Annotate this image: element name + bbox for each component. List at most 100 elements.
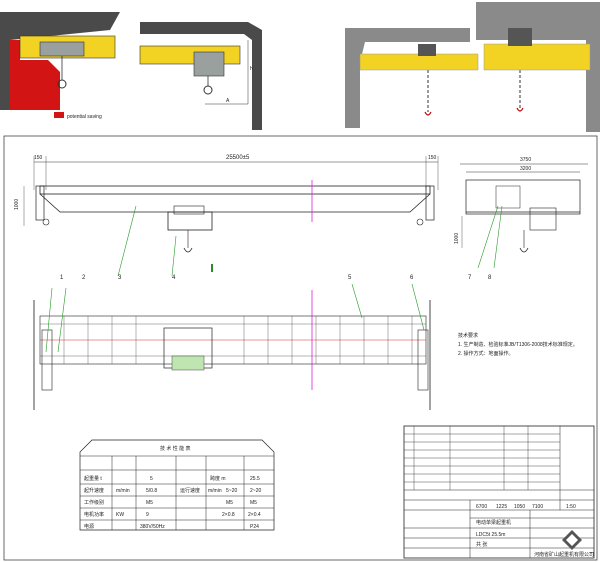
end-carriage-left xyxy=(35,185,45,221)
end-frame xyxy=(465,179,581,215)
girder-body xyxy=(39,193,431,213)
end-view: 3750 3200 1000 7 8 xyxy=(454,157,588,281)
wheel-left xyxy=(42,218,50,226)
potential-saving-area xyxy=(10,40,48,110)
spec-r3c6: P24 xyxy=(250,524,259,530)
drawing-model: LDC5t 25.5m xyxy=(476,532,505,538)
spec-h2: 跨度 m xyxy=(210,475,226,482)
hoist-left xyxy=(39,41,85,57)
spec-r2c5: 2×0.8 xyxy=(222,512,235,518)
front-elevation: 1000 xyxy=(14,180,435,272)
spec-r1c6: M5 xyxy=(250,500,257,506)
spec-r0c5: 5~20 xyxy=(226,488,237,494)
end-carriage-right xyxy=(425,185,435,221)
spec-table-title: 技 术 性 能 表 xyxy=(160,445,191,452)
callout-6: 6 xyxy=(410,275,414,281)
hook-right xyxy=(203,85,213,95)
plan-stiffeners xyxy=(63,316,413,364)
spec-r0c4: m/min xyxy=(208,488,222,494)
beam-right xyxy=(139,45,241,65)
hook-3d-right xyxy=(516,107,524,112)
callout-7: 7 xyxy=(468,275,472,281)
end-hook xyxy=(519,247,529,253)
girder-top xyxy=(39,185,431,195)
drawing-title: 电动单梁起重机 xyxy=(476,519,511,526)
callout-3: 3 xyxy=(118,275,122,281)
top-right-3d-view xyxy=(345,2,600,132)
spec-r3c2: 380V/50Hz xyxy=(140,524,165,530)
dim-end-3200: 3200 xyxy=(520,166,531,172)
scale-label: 1:50 xyxy=(566,504,576,510)
spec-h0: 起重量 t xyxy=(84,475,102,482)
dim-right-150: 150 xyxy=(428,155,437,161)
spec-h1: 5 xyxy=(150,476,153,482)
drawing-frame xyxy=(3,135,598,561)
spec-r0c2: 5/0.8 xyxy=(146,488,157,494)
front-callouts: 1 2 3 4 5 6 xyxy=(60,205,414,281)
technical-notes: 技术要求 1. 生产制造、检验标准JB/T1306-2008技术标准规定。 2.… xyxy=(458,332,578,357)
spec-table: 技 术 性 能 表 起重量 t 5 跨度 m 25.5 起升速度 m/min 5… xyxy=(79,439,275,531)
hook-left xyxy=(57,79,67,89)
spec-r2c6: 2×0.4 xyxy=(248,512,261,518)
plan-end-right xyxy=(417,329,429,391)
title-block: 6700 1225 1050 7100 电动单梁起重机 LDC5t 25.5m … xyxy=(403,425,595,559)
legend-label: potential saving xyxy=(67,114,102,120)
weight-3: 1050 xyxy=(514,504,525,510)
spec-r1c0: 工作级别 xyxy=(84,499,104,506)
hoist-3d-right xyxy=(508,28,532,46)
hoist-right xyxy=(193,51,225,77)
legend-swatch xyxy=(54,112,64,118)
beam-3d-left xyxy=(359,53,479,71)
company-logo xyxy=(562,530,582,550)
plan-view xyxy=(33,283,431,410)
note-2: 2. 操作方式：地面操作。 xyxy=(458,350,514,357)
note-title: 技术要求 xyxy=(458,332,478,339)
spec-r2c0: 电机功率 xyxy=(84,511,104,518)
dim-a: A xyxy=(226,98,230,104)
dim-height-1000: 1000 xyxy=(14,199,20,210)
plan-end-left xyxy=(41,329,53,391)
spec-r0c1: m/min xyxy=(116,488,130,494)
dim-end-height: 1000 xyxy=(454,233,460,244)
dim-left-150: 150 xyxy=(34,155,43,161)
spec-r1c5: M5 xyxy=(226,500,233,506)
hook-3d-left xyxy=(424,111,432,116)
building-wall-right xyxy=(140,22,262,130)
top-dimension: 150 25500±5 150 xyxy=(33,155,439,190)
wheel-right xyxy=(416,218,424,226)
sheet-label: 共 张 xyxy=(476,541,487,548)
pendant-marker xyxy=(211,264,213,272)
spec-r1c2: M5 xyxy=(146,500,153,506)
hoist-unit xyxy=(167,211,213,231)
weight-4: 7100 xyxy=(532,504,543,510)
spec-r2c2: 9 xyxy=(146,512,149,518)
callout-2: 2 xyxy=(82,275,86,281)
top-left-comparison: potential saving A h xyxy=(0,12,262,130)
hoist-3d-left xyxy=(418,44,436,56)
plan-hoist-motor xyxy=(171,355,205,371)
weight-2: 1225 xyxy=(496,504,507,510)
callout-8: 8 xyxy=(488,275,492,281)
spec-r0c0: 起升速度 xyxy=(84,487,104,494)
dim-total-span: 25500±5 xyxy=(226,155,250,161)
spec-table-border xyxy=(79,439,275,531)
dim-h: h xyxy=(250,66,253,72)
company-name: 河南省矿山起重机有限公司 xyxy=(534,551,594,558)
callout-5: 5 xyxy=(348,275,352,281)
weight-1: 6700 xyxy=(476,504,487,510)
callout-4: 4 xyxy=(172,275,176,281)
building-right-3d xyxy=(476,2,600,132)
spec-r0c3: 运行速度 xyxy=(180,487,200,494)
building-left-3d xyxy=(345,28,470,128)
spec-r2c1: KW xyxy=(116,512,124,518)
spec-r3c0: 电源 xyxy=(84,523,94,530)
hook-front xyxy=(183,247,193,253)
dim-end-3750: 3750 xyxy=(520,157,531,163)
note-1: 1. 生产制造、检验标准JB/T1306-2008技术标准规定。 xyxy=(458,341,578,348)
spec-h3: 25.5 xyxy=(250,476,260,482)
beam-3d-right xyxy=(483,43,591,71)
callout-1: 1 xyxy=(60,275,64,281)
title-block-border xyxy=(403,425,595,559)
end-hoist xyxy=(529,207,557,231)
